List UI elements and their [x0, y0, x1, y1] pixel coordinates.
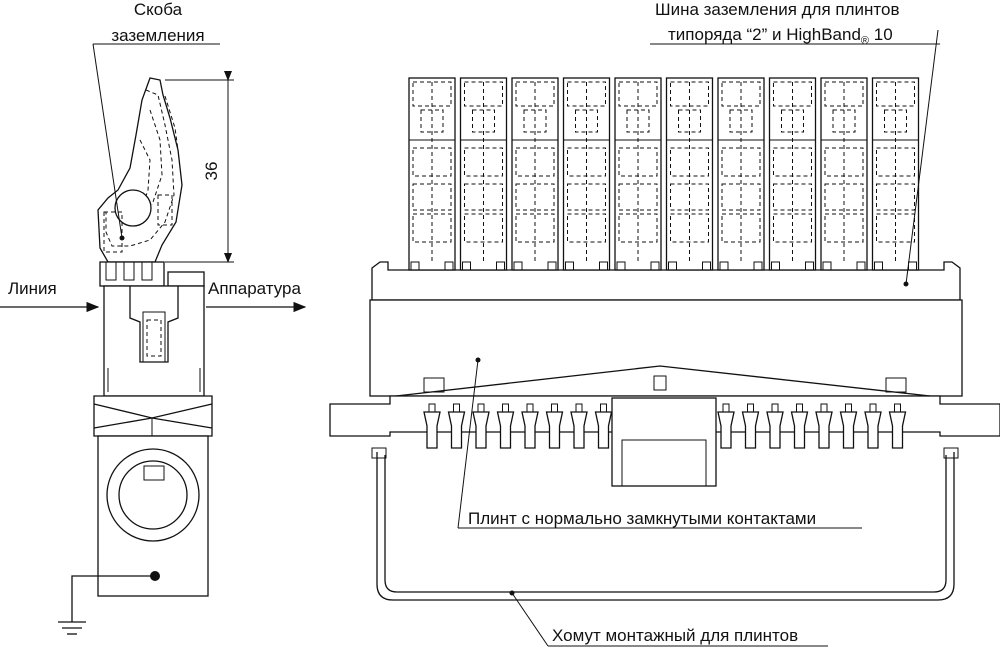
module-card	[768, 77, 817, 271]
module-card	[665, 77, 714, 271]
line-label: Линия	[8, 279, 57, 298]
front-view	[329, 29, 1000, 647]
module-card	[408, 77, 456, 271]
side-view	[0, 43, 307, 635]
clamp-label: Хомут монтажный для плинтов	[552, 626, 798, 645]
ground-bracket-label-2: заземления	[111, 26, 204, 45]
equipment-label: Аппаратура	[208, 279, 301, 298]
module-card	[820, 77, 868, 271]
module-card	[511, 77, 559, 271]
ground-bus-reg-mark: ®	[861, 35, 869, 47]
block-label: Плинт с нормально замкнутыми контактами	[468, 509, 816, 528]
ground-bracket-shape	[97, 77, 183, 263]
ground-bus-label-2-text: типоряда “2” и HighBand	[668, 25, 861, 44]
ground-bracket-label-1: Скоба	[134, 0, 183, 19]
ground-bus-label-2: типоряда “2” и HighBand® 10	[668, 25, 893, 47]
connector-modules	[408, 77, 920, 271]
module-card	[459, 77, 508, 271]
module-card	[871, 77, 920, 271]
module-card	[562, 77, 611, 271]
module-card	[717, 77, 765, 271]
dimension-36: 36	[202, 162, 221, 181]
ground-bus-label-1: Шина заземления для плинтов	[655, 0, 900, 19]
ground-bus-number: 10	[869, 25, 893, 44]
module-card	[614, 77, 662, 271]
